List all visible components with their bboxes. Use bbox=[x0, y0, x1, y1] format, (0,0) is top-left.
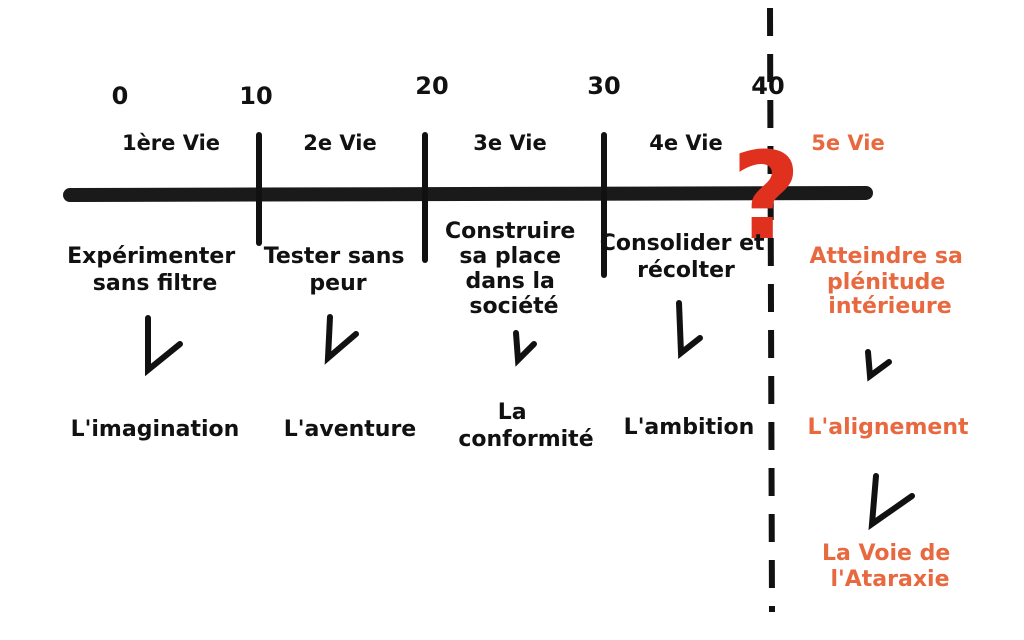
period-description-3-line-3: dans la bbox=[465, 269, 554, 294]
period-description-2-line-1: Tester sans bbox=[264, 244, 405, 269]
period-description-5-line-1: Atteindre sa bbox=[810, 244, 963, 269]
period-description-5-line-2: plénitude bbox=[827, 270, 945, 295]
final-destination-line-1: La Voie de bbox=[822, 541, 950, 566]
period-label-2: 2e Vie bbox=[303, 131, 377, 155]
period-description-1-line-2: sans filtre bbox=[93, 271, 218, 296]
period-outcome-3-line-1: La bbox=[498, 400, 527, 425]
tick-label-20: 20 bbox=[415, 72, 448, 100]
arrow-icon-4 bbox=[676, 300, 703, 360]
period-outcome-3-line-2: conformité bbox=[458, 427, 593, 452]
arrow-icon-5 bbox=[865, 349, 892, 382]
period-label-1: 1ère Vie bbox=[122, 131, 220, 155]
period-label-3: 3e Vie bbox=[473, 131, 547, 155]
arrow-icon-2 bbox=[324, 314, 359, 365]
period-description-5: Atteindre sa plénitude intérieure bbox=[810, 244, 971, 319]
period-outcome-4: L'ambition bbox=[624, 415, 755, 440]
period-description-1-line-1: Expérimenter bbox=[67, 244, 235, 269]
period-description-5-line-3: intérieure bbox=[828, 294, 951, 319]
arrow-icon-1 bbox=[145, 315, 183, 377]
period-outcome-3: La conformité bbox=[458, 400, 593, 452]
period-outcome-5: L'alignement bbox=[807, 415, 969, 440]
question-mark: ? bbox=[731, 128, 801, 267]
final-destination: La Voie de l'Ataraxie bbox=[822, 541, 958, 592]
period-description-4-line-2: récolter bbox=[637, 258, 735, 283]
period-label-4: 4e Vie bbox=[649, 131, 723, 155]
period-description-4: Consolider et récolter bbox=[600, 231, 773, 283]
dashed-divider-40 bbox=[767, 7, 775, 613]
tick-label-40: 40 bbox=[751, 72, 784, 100]
period-description-2: Tester sans peur bbox=[264, 244, 412, 296]
tick-label-10: 10 bbox=[239, 82, 272, 110]
tick-label-30: 30 bbox=[587, 72, 620, 100]
period-description-3-line-4: société bbox=[469, 294, 558, 319]
period-description-1: Expérimenter sans filtre bbox=[67, 244, 243, 296]
period-description-3-line-2: sa place bbox=[459, 244, 561, 269]
arrow-icon-6 bbox=[868, 473, 915, 531]
tick-label-0: 0 bbox=[112, 82, 129, 110]
period-description-3-line-1: Construire bbox=[445, 219, 575, 244]
final-destination-line-2: l'Ataraxie bbox=[830, 567, 949, 592]
period-description-4-line-1: Consolider et bbox=[600, 231, 765, 256]
period-outcome-1: L'imagination bbox=[71, 417, 240, 442]
period-outcome-2: L'aventure bbox=[284, 417, 416, 442]
timeline-bar-stroke bbox=[63, 186, 873, 202]
period-label-5: 5e Vie bbox=[811, 131, 885, 155]
period-description-2-line-2: peur bbox=[309, 271, 366, 296]
arrow-icon-3 bbox=[513, 330, 537, 367]
period-description-3: Construire sa place dans la société bbox=[445, 219, 583, 319]
